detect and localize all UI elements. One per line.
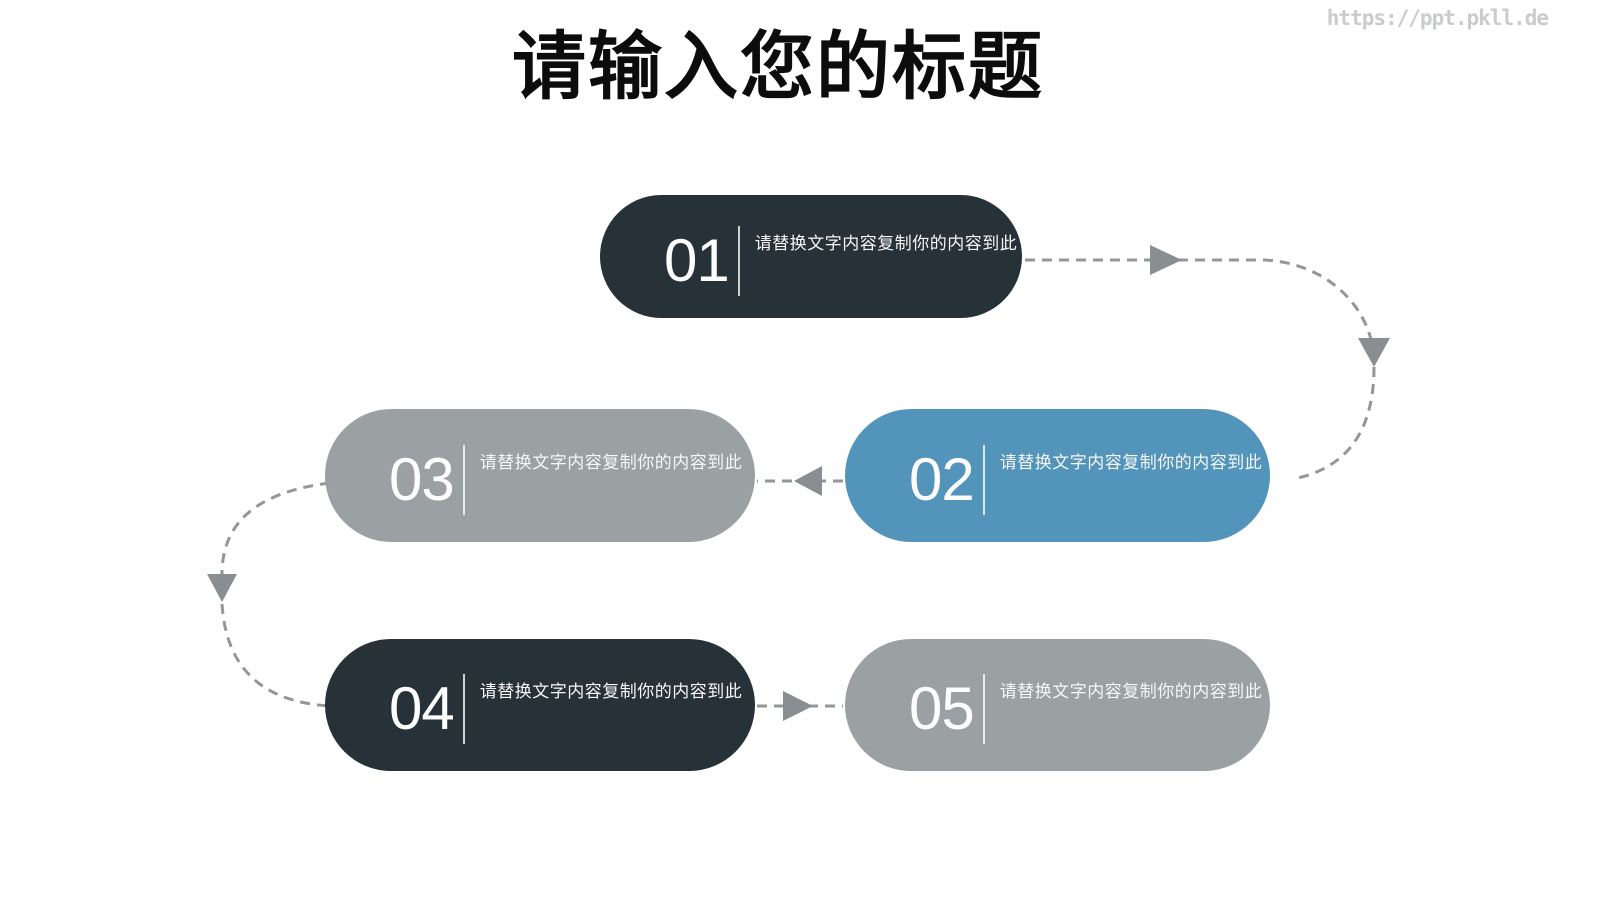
step-description: 请替换文字内容复制你的内容到此 — [479, 452, 743, 472]
step-description: 请替换文字内容复制你的内容到此 — [999, 682, 1263, 701]
step-pill-content: 02 请替换文字内容复制你的内容到此 — [845, 409, 1270, 542]
step-number: 01 — [664, 226, 730, 294]
step-number: 04 — [389, 675, 455, 742]
step-description: 请替换文字内容复制你的内容到此 — [754, 233, 1018, 253]
arrow-right-icon — [1150, 245, 1182, 275]
step-pill-05: 05 请替换文字内容复制你的内容到此 — [845, 639, 1270, 771]
step-text-block: 请替换文字内容复制你的内容到此 — [737, 225, 1018, 296]
step-pill-01: 01 请替换文字内容复制你的内容到此 — [600, 195, 1022, 318]
arrow-down-icon — [207, 574, 237, 602]
step-text-block: 请替换文字内容复制你的内容到此 — [462, 444, 743, 515]
step-number: 03 — [389, 445, 455, 513]
slide-title: 请输入您的标题 — [512, 25, 1044, 108]
arrow-down-icon — [1358, 338, 1390, 367]
step-pill-content: 03 请替换文字内容复制你的内容到此 — [325, 409, 755, 542]
step-pill-02: 02 请替换文字内容复制你的内容到此 — [845, 409, 1270, 542]
step-pill-content: 05 请替换文字内容复制你的内容到此 — [845, 639, 1270, 771]
step-pill-content: 04 请替换文字内容复制你的内容到此 — [325, 639, 755, 771]
connector-03-to-04 — [220, 481, 331, 708]
step-pill-04: 04 请替换文字内容复制你的内容到此 — [325, 639, 755, 771]
step-text-block: 请替换文字内容复制你的内容到此 — [982, 674, 1263, 744]
step-number: 02 — [909, 445, 975, 513]
step-description: 请替换文字内容复制你的内容到此 — [479, 682, 743, 701]
step-description: 请替换文字内容复制你的内容到此 — [999, 452, 1263, 472]
arrow-right-icon — [783, 691, 813, 721]
step-number: 05 — [909, 675, 975, 742]
watermark-url: https://ppt.pkll.de — [1326, 6, 1549, 30]
arrow-left-icon — [794, 466, 822, 496]
step-text-block: 请替换文字内容复制你的内容到此 — [462, 674, 743, 744]
step-pill-03: 03 请替换文字内容复制你的内容到此 — [325, 409, 755, 542]
step-pill-content: 01 请替换文字内容复制你的内容到此 — [600, 195, 1022, 318]
step-text-block: 请替换文字内容复制你的内容到此 — [982, 444, 1263, 515]
